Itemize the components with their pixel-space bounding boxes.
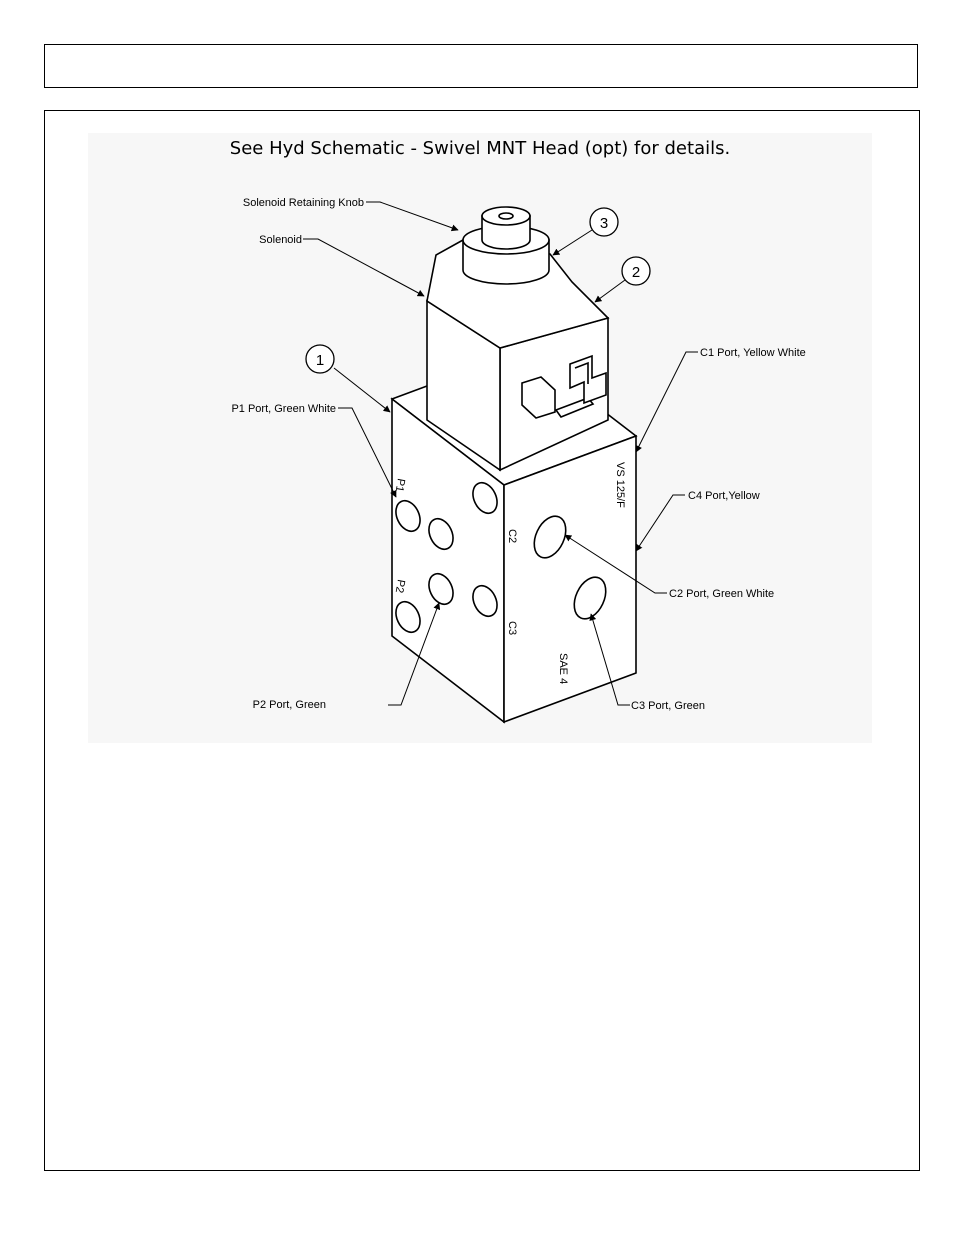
label-c3: C3 Port, Green [631,700,705,712]
sae-marking: SAE 4 [557,653,569,684]
label-p1: P1 Port, Green White [231,403,336,415]
label-p2: P2 Port, Green [253,699,326,711]
model-marking: VS 125/F [614,462,626,508]
label-solenoid: Solenoid [259,234,302,246]
callout-2-number: 2 [632,264,640,281]
c3-marking: C3 [506,621,518,635]
callout-1: 1 [306,345,334,373]
label-c4: C4 Port,Yellow [688,490,760,502]
callout-3-number: 3 [600,215,608,232]
leader-callout-3 [553,230,592,255]
leader-callout-2 [595,280,625,302]
label-c2: C2 Port, Green White [669,588,774,600]
label-knob: Solenoid Retaining Knob [243,197,364,209]
p2-marking: P2 [393,578,407,593]
label-c1: C1 Port, Yellow White [700,347,806,359]
leader-c4 [636,495,685,551]
retaining-knob [463,207,549,284]
c2-marking: C2 [506,529,518,543]
callout-3: 3 [590,208,618,236]
leader-c1 [636,352,698,452]
leader-solenoid [303,239,424,296]
leader-p1 [338,408,396,497]
leader-knob [366,202,458,230]
p1-marking: P1 [393,477,407,492]
knob-center-hole [499,213,513,219]
callout-1-number: 1 [316,352,324,369]
leader-callout-1 [334,368,390,412]
callout-2: 2 [622,257,650,285]
